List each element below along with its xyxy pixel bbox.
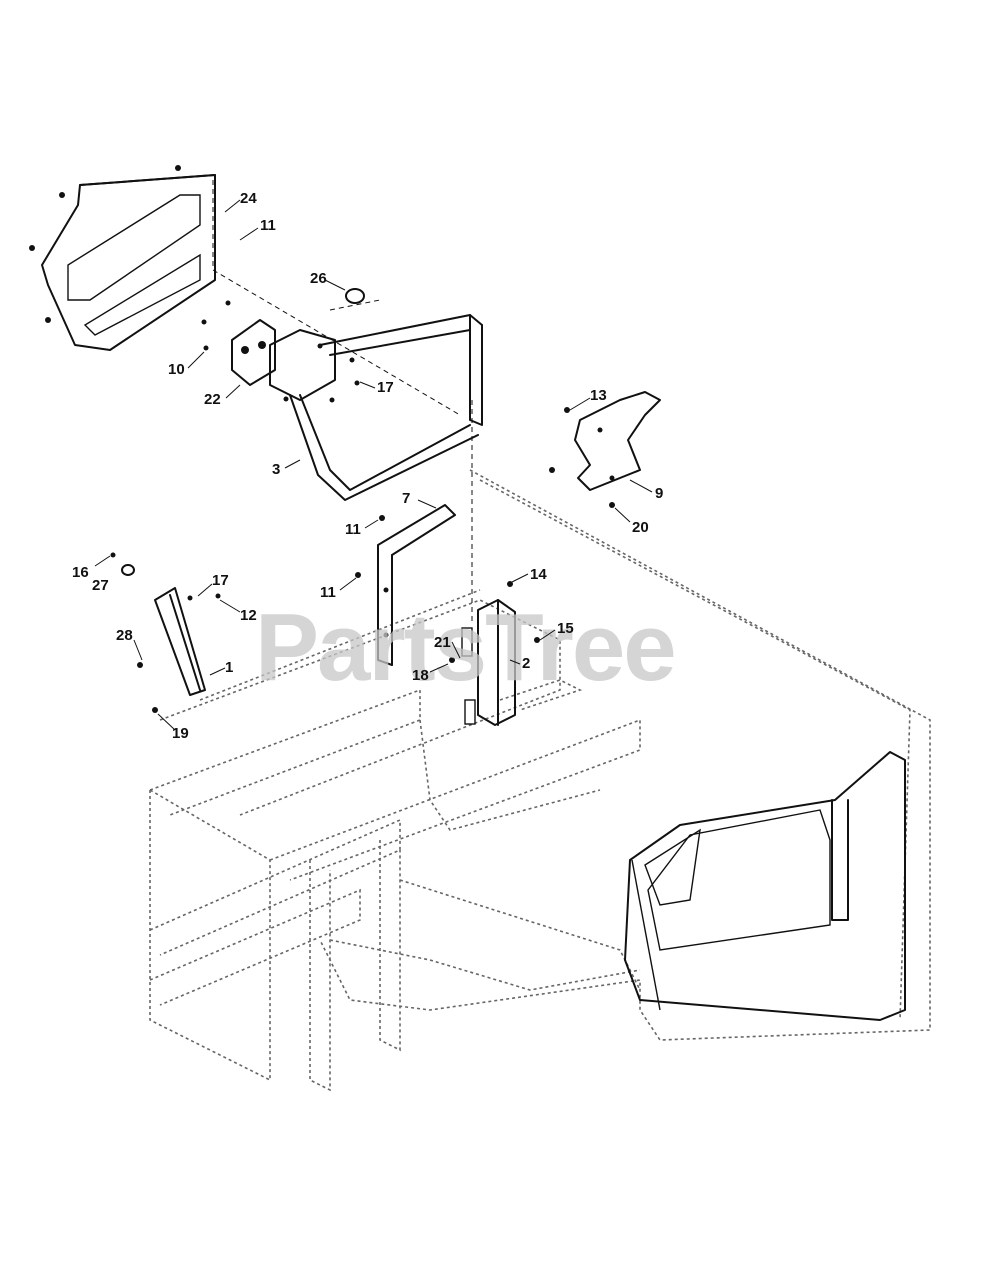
center-plate	[355, 504, 456, 666]
callout-7[interactable]: 7	[402, 490, 410, 507]
callout-11-upper[interactable]: 11	[345, 521, 361, 538]
callout-22[interactable]: 22	[204, 391, 221, 408]
post-bracket	[449, 581, 540, 726]
callout-3[interactable]: 3	[272, 461, 280, 478]
callout-16[interactable]: 16	[72, 564, 89, 581]
callout-26[interactable]: 26	[310, 270, 327, 287]
hinge-bracket	[201, 300, 276, 386]
right-fender-panel	[624, 751, 906, 1021]
callout-11-lower[interactable]: 11	[320, 584, 336, 601]
tube-cap	[345, 288, 365, 304]
leader-lines	[94, 199, 653, 731]
callout-20[interactable]: 20	[632, 519, 649, 536]
callout-labels: 24 11 26 10 22 17 3 13 9 20 7 11 11 16 2…	[72, 190, 663, 742]
callout-2[interactable]: 2	[522, 655, 530, 672]
tube-frame	[269, 314, 483, 501]
watermark-text: PartsTree	[255, 594, 675, 701]
callout-13[interactable]: 13	[590, 387, 607, 404]
callout-1[interactable]: 1	[225, 659, 233, 676]
mounting-plate	[549, 391, 661, 508]
callout-19[interactable]: 19	[172, 725, 189, 742]
chassis-frame	[149, 469, 931, 1092]
callout-24[interactable]: 24	[240, 190, 257, 207]
callout-10[interactable]: 10	[168, 361, 185, 378]
alignment-lines	[212, 180, 473, 625]
callout-18[interactable]: 18	[412, 667, 429, 684]
callout-14[interactable]: 14	[530, 566, 547, 583]
callout-27[interactable]: 27	[92, 577, 109, 594]
callout-28[interactable]: 28	[116, 627, 133, 644]
callout-17[interactable]: 17	[377, 379, 394, 396]
callout-21[interactable]: 21	[434, 634, 451, 651]
callout-11[interactable]: 11	[260, 217, 276, 234]
left-fender-panel	[29, 165, 216, 351]
left-bar	[110, 552, 221, 713]
callout-12[interactable]: 12	[240, 607, 257, 624]
callout-15[interactable]: 15	[557, 620, 574, 637]
callout-17-left[interactable]: 17	[212, 572, 229, 589]
callout-9[interactable]: 9	[655, 485, 663, 502]
